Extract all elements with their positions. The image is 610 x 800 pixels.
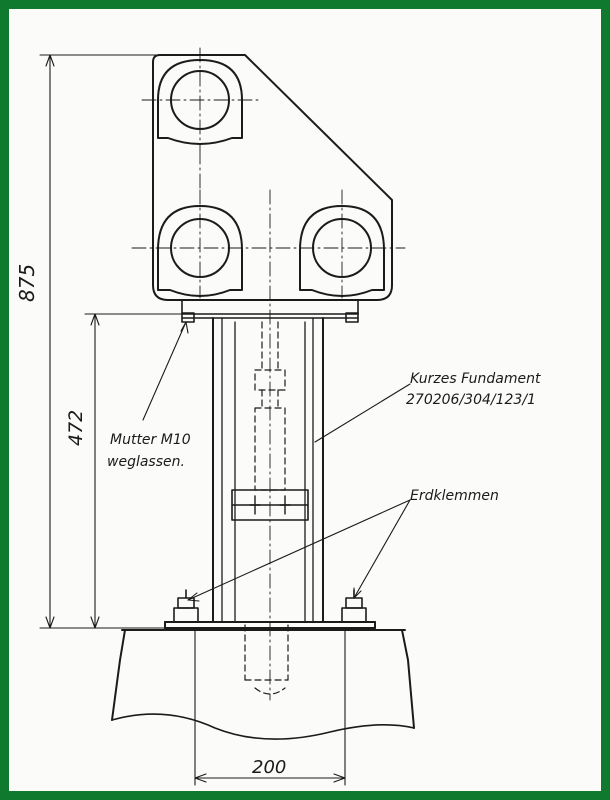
label-foundation-height: 472 <box>65 410 87 446</box>
hidden-anchor-bolt <box>244 321 289 695</box>
base-plate <box>164 621 376 629</box>
dimension-foundation-height <box>84 313 183 629</box>
centre-lines <box>131 47 406 701</box>
note-nut-line2: weglassen. <box>107 454 185 470</box>
note-foundation-line1: Kurzes Fundament <box>410 371 541 387</box>
note-nut-line1: Mutter M10 <box>110 432 191 448</box>
dimension-base-width <box>194 627 346 786</box>
label-base-width: 200 <box>252 757 286 778</box>
earth-clamp-nut-left <box>173 589 199 623</box>
bracket-flange <box>181 299 359 323</box>
foundation-column <box>212 317 324 623</box>
note-earth-clamps: Erdklemmen <box>410 488 499 504</box>
note-foundation-line2: 270206/304/123/1 <box>406 392 536 408</box>
concrete-plinth <box>111 629 415 740</box>
leader-lines <box>142 321 411 602</box>
label-overall-height: 875 <box>15 264 39 302</box>
bracket-plate <box>152 54 393 301</box>
dimension-overall-height <box>39 54 166 629</box>
